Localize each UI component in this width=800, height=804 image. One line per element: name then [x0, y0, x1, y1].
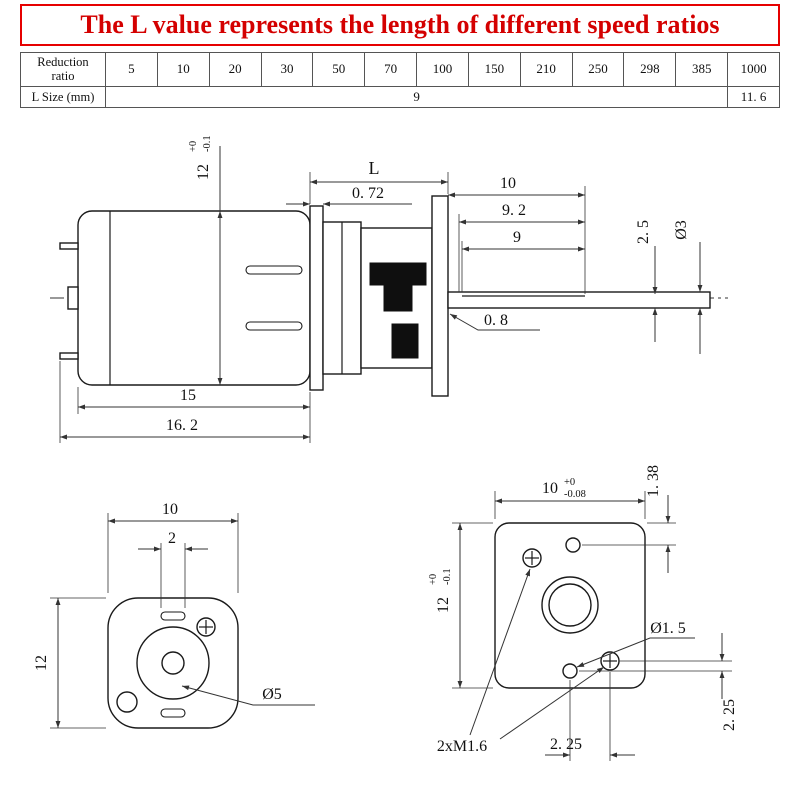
gear-section-3: [391, 323, 419, 359]
terminal-tab-top: [59, 242, 79, 250]
ratio-cell: 30: [260, 52, 314, 87]
leader-line: [499, 666, 605, 740]
ratio-cell: 1000: [727, 52, 780, 87]
dim-hole-offset-label: 1. 38: [645, 465, 662, 497]
ratio-cell: 50: [312, 52, 366, 87]
dim-motor-od-label-group: 12 +0 -0.1: [188, 135, 213, 180]
dim-total-length-label: 16. 2: [166, 417, 198, 434]
dim-shaft-flat-height-label: 2. 5: [635, 220, 652, 244]
terminal-slot-top: [160, 611, 186, 621]
dim-pin-dia-label: Ø1. 5: [650, 620, 686, 637]
vent-slot-bottom: [245, 321, 303, 331]
ratio-cell: 5: [105, 52, 158, 87]
terminal-tab-bottom: [59, 352, 79, 360]
ratio-cell: 385: [675, 52, 729, 87]
dim-height-label: 12: [33, 655, 50, 671]
table-row-ratios: Reduction ratio 5 10 20 30 50 70 100 150…: [20, 52, 780, 87]
page-title: The L value represents the length of dif…: [80, 10, 720, 39]
motor-front-profile: [107, 597, 239, 729]
pin-hole-top-circle: [565, 537, 581, 553]
dim-shaft-total-label: 10: [500, 175, 516, 192]
dim-height-tol-upper: +0: [428, 574, 439, 585]
locating-hole-circle: [116, 691, 138, 713]
leader-line: [469, 568, 531, 735]
ratio-cell: 10: [156, 52, 210, 87]
leader-line: [576, 637, 695, 668]
dim-shaft-dia-label: Ø3: [673, 220, 690, 240]
dim-height-label-group: 12 +0 -0.1: [428, 568, 453, 613]
side-view-dimensions: 12 +0 -0.1 L 0. 72 10 9. 2 9 2. 5 Ø3: [59, 135, 703, 443]
dim-slot-width-label: 2: [168, 530, 176, 547]
dim-motor-length-label: 15: [180, 387, 196, 404]
ratio-cell: 210: [519, 52, 573, 87]
face-view-dimensions: 10 +0 -0.08 1. 38 12 +0 -0.1 Ø1. 5: [428, 465, 738, 761]
dim-shaft-flat-label: 9: [513, 229, 521, 246]
front-view-dimensions: 10 2 12 Ø5: [33, 501, 315, 729]
ratio-cell: 150: [467, 52, 521, 87]
dim-height-tol-lower: -0.1: [442, 568, 453, 585]
table-row-lsize: L Size (mm) 9 11. 6: [20, 85, 780, 108]
front-view-drawing: 10 2 12 Ø5: [33, 501, 315, 729]
output-shaft: [447, 291, 711, 309]
output-boss-inner-circle: [548, 583, 592, 627]
ratio-cell: 100: [416, 52, 469, 87]
motor-side-profile: [50, 195, 728, 397]
dim-circle-dia-label: Ø5: [262, 686, 282, 703]
dim-shaft-mid-label: 9. 2: [502, 202, 526, 219]
dim-motor-od-label: 12: [195, 164, 212, 180]
speed-ratio-table: Reduction ratio 5 10 20 30 50 70 100 150…: [20, 52, 780, 108]
dim-height-label: 12: [435, 597, 452, 613]
dim-motor-od-tol-lower: -0.1: [202, 135, 213, 152]
dim-screw-offset-v-label: 2. 25: [721, 699, 738, 731]
l-size-1000-cell: 11. 6: [727, 85, 780, 108]
reduction-ratio-header: Reduction ratio: [20, 52, 106, 87]
shaft-hole-circle: [161, 651, 185, 675]
dim-step-label: 0. 8: [484, 312, 508, 329]
dim-screw-spec-label: 2xM1.6: [437, 738, 487, 755]
pin-hole-bottom-circle: [562, 663, 578, 679]
dim-width-tol-upper: +0: [564, 477, 575, 488]
ratio-cell: 20: [208, 52, 262, 87]
output-plate: [431, 195, 449, 397]
vent-slot-top: [245, 265, 303, 275]
l-size-common-cell: 9: [104, 85, 729, 108]
leader-line: [449, 313, 540, 331]
terminal-slot-bottom: [160, 708, 186, 718]
l-size-header: L Size (mm): [20, 85, 106, 108]
ratio-cell: 250: [571, 52, 625, 87]
gearbox-face-drawing: 10 +0 -0.08 1. 38 12 +0 -0.1 Ø1. 5: [428, 465, 738, 761]
dim-motor-od-tol-upper: +0: [188, 141, 199, 152]
side-view-drawing: 12 +0 -0.1 L 0. 72 10 9. 2 9 2. 5 Ø3: [50, 135, 728, 443]
rear-boss: [67, 286, 79, 310]
title-banner: The L value represents the length of dif…: [20, 4, 780, 46]
dim-gearbox-length-label: L: [369, 158, 380, 178]
gearbox-flange: [309, 205, 324, 391]
gearbox-face-profile: [494, 522, 646, 689]
ratio-cell: 298: [623, 52, 677, 87]
gear-section-2: [383, 284, 413, 312]
dim-flange-width-label: 0. 72: [352, 185, 384, 202]
dim-width-label: 10: [542, 480, 558, 497]
bottom-views-row: 10 2 12 Ø5: [0, 443, 800, 773]
ratio-cell: 70: [364, 52, 418, 87]
dim-screw-offset-h-label: 2. 25: [550, 736, 582, 753]
leader-line: [181, 685, 315, 706]
motor-body: [77, 210, 311, 386]
gear-section-1: [369, 262, 427, 286]
dim-width-label: 10: [162, 501, 178, 518]
dim-width-tol-lower: -0.08: [564, 489, 586, 500]
